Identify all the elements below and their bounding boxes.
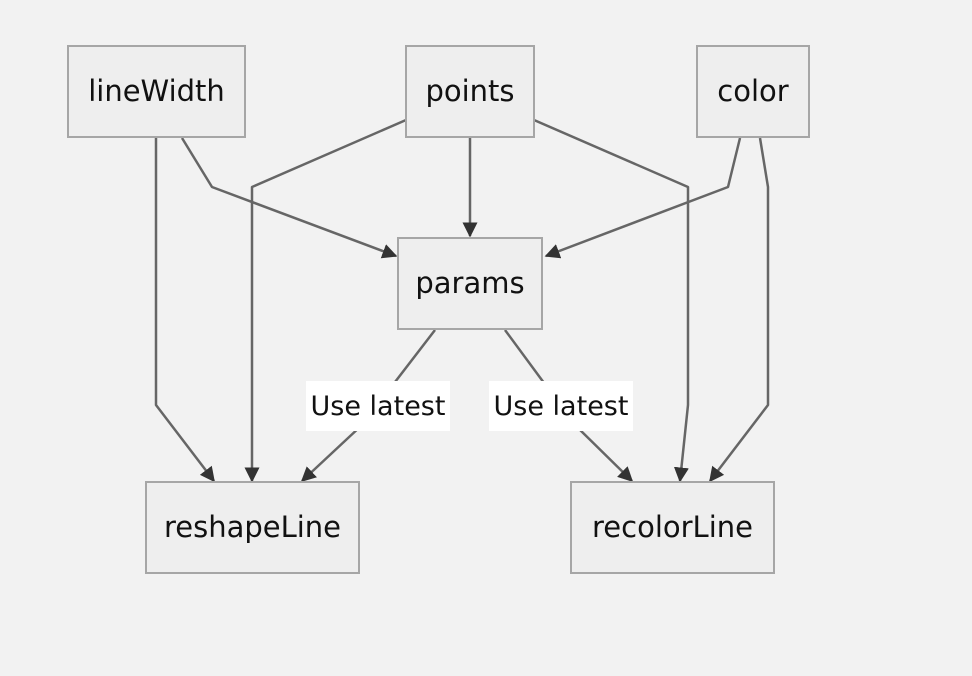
- node-reshapeline[interactable]: reshapeLine: [145, 481, 360, 574]
- node-color-label: color: [717, 74, 789, 108]
- edge-color-to-recolorline: [709, 137, 770, 483]
- node-recolorline-label: recolorLine: [592, 510, 753, 544]
- node-linewidth-label: lineWidth: [88, 74, 225, 108]
- node-reshapeline-label: reshapeLine: [163, 510, 342, 544]
- node-points-label: points: [425, 74, 515, 108]
- node-params[interactable]: params: [397, 237, 543, 330]
- edge-label-params-reshapeline: Use latest: [306, 381, 450, 431]
- edge-points-to-reshapeline: [244, 118, 407, 483]
- edge-color-to-params: [544, 137, 742, 259]
- node-points[interactable]: points: [405, 45, 535, 138]
- node-params-label: params: [415, 266, 525, 300]
- edge-points-to-recolorline: [533, 118, 690, 483]
- node-recolorline[interactable]: recolorLine: [570, 481, 775, 574]
- edge-label-params-recolorline: Use latest: [489, 381, 633, 431]
- node-linewidth[interactable]: lineWidth: [67, 45, 246, 138]
- edge-linewidth-to-params: [180, 137, 398, 259]
- edge-linewidth-to-reshapeline: [154, 138, 215, 483]
- node-color[interactable]: color: [696, 45, 810, 138]
